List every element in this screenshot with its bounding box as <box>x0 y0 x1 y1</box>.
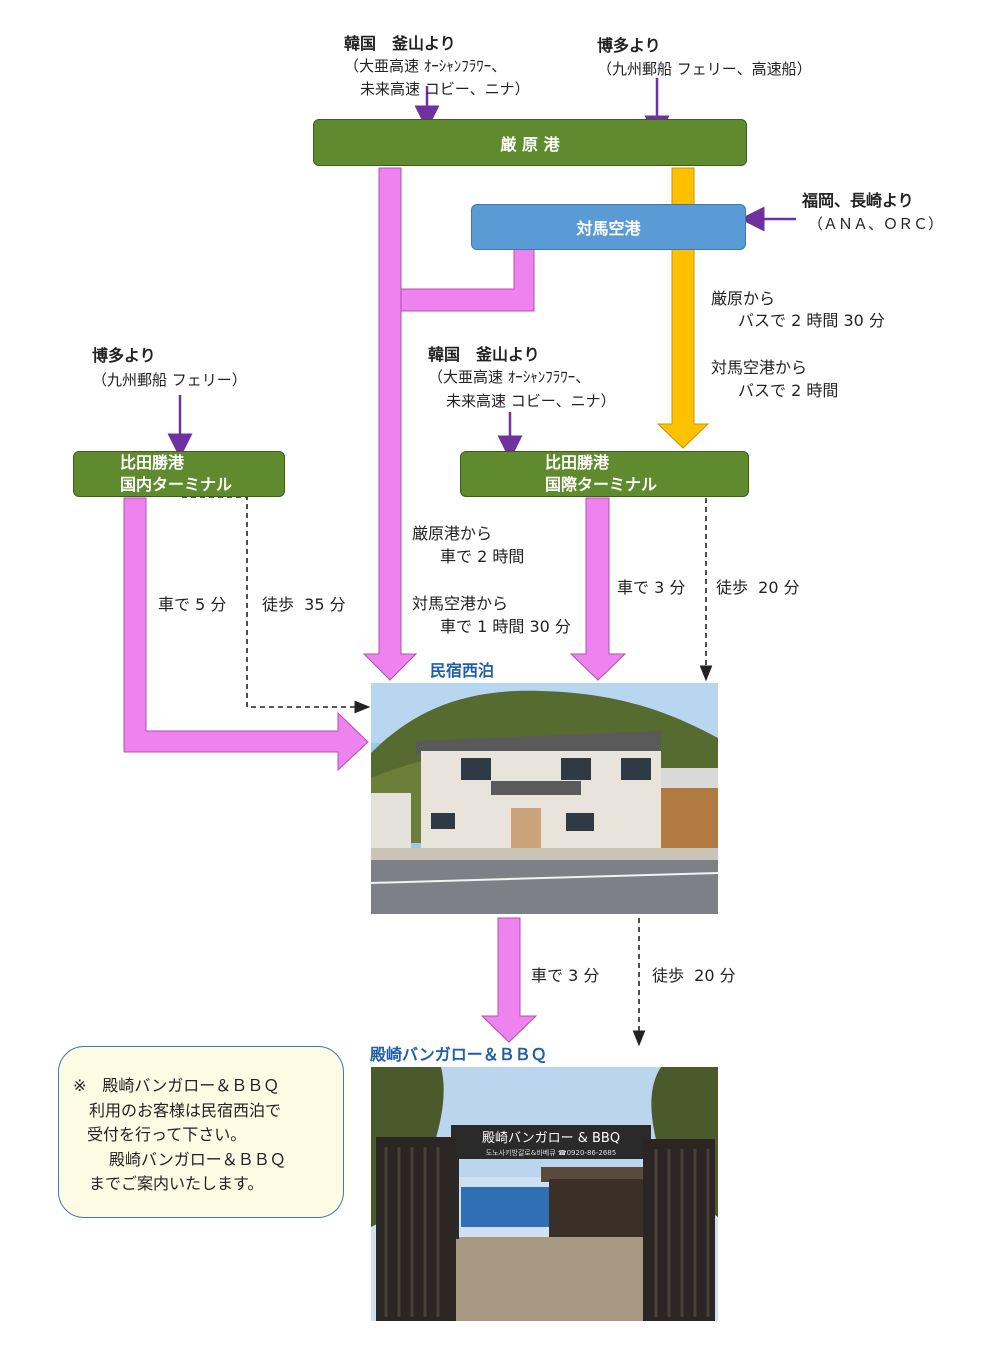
hitakatsu-intl-line1: 比田勝港 <box>545 453 610 472</box>
bungalow-photo: 殿崎バンガロー & BBQ 도노사키방갈로&바베큐 ☎0920-86-2685 <box>371 1067 718 1321</box>
hakata-top-title: 博多より <box>597 36 661 55</box>
hitakatsu-domestic-line2: 国内ターミナル <box>120 475 233 494</box>
korea-mid-title: 韓国 釜山より <box>428 345 540 364</box>
hitakatsu-intl-box: 比田勝港 国際ターミナル <box>460 451 749 497</box>
korea-top-line2: 未来高速 コビー、ニナ） <box>360 80 530 98</box>
izuhara-port-box: 厳 原 港 <box>313 119 747 166</box>
intl-car-time: 車で 3 分 <box>617 578 686 597</box>
bungalow-caption: 殿崎バンガロー＆ＢＢＱ <box>370 1045 547 1064</box>
bus-izuhara-line1: 厳原から <box>711 289 776 308</box>
notice-box: ※ 殿崎バンガロー＆ＢＢＱ 利用のお客様は民宿西泊で 受付を行って下さい。 殿崎… <box>58 1046 344 1218</box>
hakata-left-title: 博多より <box>92 346 156 365</box>
bungalow-sign-line1: 殿崎バンガロー & BBQ <box>482 1131 620 1146</box>
tsushima-airport-label: 対馬空港 <box>576 219 641 238</box>
notice-line4: 殿崎バンガロー＆ＢＢＱ <box>109 1150 286 1169</box>
walk-route-domestic <box>182 496 371 714</box>
notice-line5: までご案内いたします。 <box>89 1174 264 1193</box>
hitakatsu-domestic-line1: 比田勝港 <box>120 453 185 472</box>
bus-izuhara-line2: バスで 2 時間 30 分 <box>738 311 885 330</box>
notice-line3: 受付を行って下さい。 <box>87 1125 247 1144</box>
fukuoka-line1: （ＡＮＡ、ＯＲＣ） <box>808 215 944 233</box>
korea-mid-line2: 未来高速 コビー、ニナ） <box>446 392 616 410</box>
bus-airport-line2: バスで 2 時間 <box>738 381 839 400</box>
korea-top-line1: （大亜高速 ｵｰｼｬﾝﾌﾗﾜｰ、 <box>344 57 507 75</box>
tsushima-airport-box: 対馬空港 <box>471 204 746 250</box>
notice-line2: 利用のお客様は民宿西泊で <box>89 1101 282 1120</box>
car-izuhara-line1: 厳原港から <box>412 524 493 543</box>
car-route-intl-to-minshuku <box>569 497 627 681</box>
korea-top-title: 韓国 釜山より <box>344 34 456 53</box>
domestic-car-time: 車で 5 分 <box>158 595 227 614</box>
car-route-izuhara-to-minshuku <box>362 167 418 681</box>
hitakatsu-intl-line2: 国際ターミナル <box>545 475 658 494</box>
hitakatsu-domestic-box: 比田勝港 国内ターミナル <box>73 451 285 497</box>
minshuku-illustration <box>371 683 718 914</box>
minshuku-caption: 民宿西泊 <box>430 661 495 680</box>
car-airport-line1: 対馬空港から <box>412 594 509 613</box>
bus-airport-line1: 対馬空港から <box>711 358 808 377</box>
hakata-top-line1: （九州郵船 フェリー、高速船） <box>597 60 812 78</box>
car-izuhara-line2: 車で 2 時間 <box>440 547 525 566</box>
minshuku-car-time: 車で 3 分 <box>531 966 600 985</box>
bungalow-illustration: 殿崎バンガロー & BBQ 도노사키방갈로&바베큐 ☎0920-86-2685 <box>371 1067 718 1321</box>
car-route-domestic-to-minshuku <box>123 497 369 772</box>
car-airport-line2: 車で 1 時間 30 分 <box>440 617 571 636</box>
bungalow-sign-line2: 도노사키방갈로&바베큐 ☎0920-86-2685 <box>486 1148 616 1157</box>
minshuku-walk-time: 徒歩 20 分 <box>652 966 736 985</box>
hakata-left-line1: （九州郵船 フェリー） <box>92 371 247 389</box>
izuhara-port-label: 厳 原 港 <box>500 134 560 154</box>
car-route-minshuku-to-bungalow <box>480 917 538 1043</box>
notice-line1: ※ 殿崎バンガロー＆ＢＢＱ <box>73 1076 280 1095</box>
fukuoka-title: 福岡、長崎より <box>802 191 914 210</box>
intl-walk-time: 徒歩 20 分 <box>716 578 800 597</box>
minshuku-photo <box>371 683 718 914</box>
airport-branch-route <box>400 248 535 312</box>
korea-mid-line1: （大亜高速 ｵｰｼｬﾝﾌﾗﾜｰ、 <box>428 368 591 386</box>
domestic-walk-time: 徒歩 35 分 <box>262 595 346 614</box>
